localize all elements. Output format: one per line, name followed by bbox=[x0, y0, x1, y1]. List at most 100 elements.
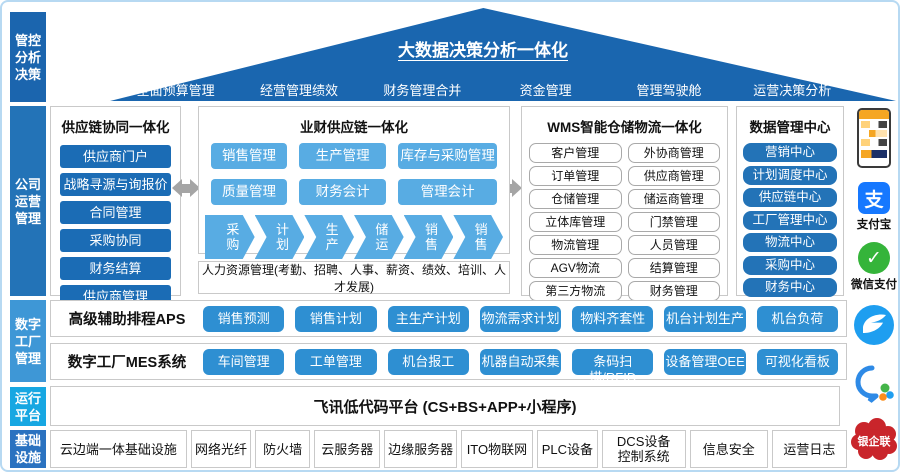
tile-marketing-center[interactable]: 营销中心 bbox=[743, 143, 837, 162]
tile-supplychain-center[interactable]: 供应链中心 bbox=[743, 188, 837, 207]
tile-carrier-mgmt[interactable]: 储运商管理 bbox=[627, 189, 720, 209]
tile-master-production-plan[interactable]: 主生产计划 bbox=[387, 305, 469, 332]
tile-logistics-demand-plan[interactable]: 物流需求计划 bbox=[479, 305, 562, 332]
tile-finance-center[interactable]: 财务中心 bbox=[743, 278, 837, 297]
tile-auto-collection[interactable]: 机器自动采集 bbox=[479, 348, 562, 375]
tile-supplier-portal[interactable]: 供应商门户 bbox=[60, 145, 171, 168]
tile-financial-accounting[interactable]: 财务会计 bbox=[298, 179, 387, 205]
chevron-storage: 储运 bbox=[354, 215, 404, 259]
tile-operation-log[interactable]: 运营日志 bbox=[771, 430, 848, 468]
dingtalk-item[interactable] bbox=[850, 304, 898, 346]
tile-machine-load[interactable]: 机台负荷 bbox=[756, 305, 838, 332]
tile-dcs-control[interactable]: DCS设备 控制系统 bbox=[601, 430, 686, 468]
roof-label-cockpit[interactable]: 管理驾驶舱 bbox=[636, 83, 702, 98]
tile-logistics-center[interactable]: 物流中心 bbox=[743, 233, 837, 252]
mobile-app-preview bbox=[850, 108, 898, 168]
alipay-item[interactable]: 支 支付宝 bbox=[850, 182, 898, 232]
mes-label: 数字工厂MES系统 bbox=[67, 355, 187, 371]
wechat-pay-item[interactable]: ✓ 微信支付 bbox=[850, 242, 898, 292]
tile-finance-mgmt-wms[interactable]: 财务管理 bbox=[627, 281, 720, 301]
tile-edge-server[interactable]: 边缘服务器 bbox=[384, 430, 457, 468]
tile-quality-mgmt[interactable]: 质量管理 bbox=[211, 179, 287, 205]
tile-production-mgmt[interactable]: 生产管理 bbox=[298, 143, 387, 169]
sidebar-item-runtime-platform[interactable]: 运行 平台 bbox=[10, 387, 46, 426]
roof-label-capital[interactable]: 资金管理 bbox=[519, 83, 572, 98]
tile-3pl[interactable]: 第三方物流 bbox=[529, 281, 622, 301]
bank-enterprise-link-icon: 银企联 bbox=[851, 418, 897, 460]
sidebar-item-company-operation[interactable]: 公司 运营 管理 bbox=[10, 106, 46, 296]
tile-agv-logistics[interactable]: AGV物流 bbox=[529, 258, 622, 278]
tile-access-control[interactable]: 门禁管理 bbox=[627, 212, 720, 232]
tile-plc-device[interactable]: PLC设备 bbox=[537, 430, 598, 468]
wms-panel: WMS智能仓储物流一体化 客户管理 外协商管理 订单管理 供应商管理 仓储管理 … bbox=[521, 106, 728, 301]
chevron-sales-2: 销售 bbox=[453, 215, 504, 259]
tile-sales-plan[interactable]: 销售计划 bbox=[295, 305, 377, 332]
tile-cloud-edge-infra[interactable]: 云边端一体基础设施 bbox=[50, 430, 187, 468]
tile-ito-iot[interactable]: ITO物联网 bbox=[460, 430, 534, 468]
tile-logistics-mgmt[interactable]: 物流管理 bbox=[529, 235, 622, 255]
tile-inventory-procurement[interactable]: 库存与采购管理 bbox=[398, 143, 497, 169]
tile-info-security[interactable]: 信息安全 bbox=[689, 430, 768, 468]
tile-outsourcer-mgmt[interactable]: 外协商管理 bbox=[627, 143, 720, 163]
supply-collab-title: 供应链协同一体化 bbox=[61, 120, 170, 135]
data-center-list: 营销中心 计划调度中心 供应链中心 工厂管理中心 物流中心 采购中心 财务中心 bbox=[737, 143, 843, 297]
tile-equipment-oee[interactable]: 设备管理OEE bbox=[664, 348, 746, 375]
process-chevron-flow: 采购 计划 生产 储运 销售 销售 bbox=[199, 215, 509, 259]
tile-finance-settlement[interactable]: 财务结算 bbox=[60, 257, 171, 280]
tile-material-readiness[interactable]: 物料齐套性 bbox=[572, 305, 654, 332]
roof-label-decision[interactable]: 运营决策分析 bbox=[753, 83, 832, 98]
infrastructure-row: 云边端一体基础设施 网络光纤 防火墙 云服务器 边缘服务器 ITO物联网 PLC… bbox=[50, 430, 848, 468]
wechat-work-icon bbox=[855, 365, 894, 403]
wechat-work-item[interactable] bbox=[850, 362, 898, 406]
tile-procurement-collab[interactable]: 采购协同 bbox=[60, 229, 171, 252]
tile-factory-center[interactable]: 工厂管理中心 bbox=[743, 210, 837, 230]
tile-management-accounting[interactable]: 管理会计 bbox=[398, 179, 497, 205]
alipay-icon: 支 bbox=[858, 182, 890, 214]
tile-barcode-rfid[interactable]: 条码扫描/RFID bbox=[572, 348, 654, 385]
roof-label-performance[interactable]: 经营管理绩效 bbox=[259, 83, 338, 98]
tile-workshop-mgmt[interactable]: 车间管理 bbox=[203, 348, 285, 375]
dingtalk-icon bbox=[854, 305, 894, 345]
supply-collab-list: 供应商门户 战略寻源与询报价 合同管理 采购协同 财务结算 供应商管理 bbox=[51, 143, 180, 316]
roof-label-budget[interactable]: 全面预算管理 bbox=[136, 83, 215, 98]
tile-visual-board[interactable]: 可视化看板 bbox=[756, 348, 838, 375]
hr-management-box[interactable]: 人力资源管理(考勤、招聘、人事、薪资、绩效、培训、人才发展) bbox=[198, 261, 510, 294]
tile-supplier-mgmt-wms[interactable]: 供应商管理 bbox=[627, 166, 720, 186]
tile-workorder-mgmt[interactable]: 工单管理 bbox=[295, 348, 377, 375]
tile-order-mgmt[interactable]: 订单管理 bbox=[529, 166, 622, 186]
chevron-procure: 采购 bbox=[205, 215, 255, 259]
roof-label-finance-merge[interactable]: 财务管理合并 bbox=[383, 83, 462, 98]
tile-network-fiber[interactable]: 网络光纤 bbox=[190, 430, 252, 468]
tile-procurement-center[interactable]: 采购中心 bbox=[743, 255, 837, 275]
sync-arrow-icon bbox=[172, 179, 200, 197]
tile-contract-mgmt[interactable]: 合同管理 bbox=[60, 201, 171, 224]
bank-enterprise-link-item[interactable]: 银企联 bbox=[850, 418, 898, 462]
tile-cloud-server[interactable]: 云服务器 bbox=[314, 430, 381, 468]
finance-supply-row2: 质量管理 财务会计 管理会计 bbox=[199, 179, 509, 205]
sidebar-item-infrastructure[interactable]: 基础 设施 bbox=[10, 430, 46, 468]
tile-planning-center[interactable]: 计划调度中心 bbox=[743, 165, 837, 185]
mes-row: 数字工厂MES系统 车间管理 工单管理 机台报工 机器自动采集 条码扫描/RFI… bbox=[50, 343, 847, 385]
aps-buttons: 销售预测 销售计划 主生产计划 物流需求计划 物料齐套性 机台计划生产 机台负荷 bbox=[203, 305, 846, 332]
tile-strategic-sourcing[interactable]: 战略寻源与询报价 bbox=[60, 173, 171, 196]
lowcode-platform-row[interactable]: 飞讯低代码平台 (CS+BS+APP+小程序) bbox=[50, 386, 840, 426]
tile-customer-mgmt[interactable]: 客户管理 bbox=[529, 143, 622, 163]
data-center-title: 数据管理中心 bbox=[749, 120, 831, 135]
tile-stereo-warehouse[interactable]: 立体库管理 bbox=[529, 212, 622, 232]
phone-icon bbox=[857, 108, 891, 168]
wms-title: WMS智能仓储物流一体化 bbox=[547, 120, 702, 135]
sidebar-item-control-analysis-decision[interactable]: 管控 分析 决策 bbox=[10, 12, 46, 102]
tile-firewall[interactable]: 防火墙 bbox=[255, 430, 311, 468]
sidebar-item-digital-factory[interactable]: 数字 工厂 管理 bbox=[10, 300, 46, 382]
tile-personnel-mgmt[interactable]: 人员管理 bbox=[627, 235, 720, 255]
tile-sales-forecast[interactable]: 销售预测 bbox=[203, 305, 285, 332]
tile-warehouse-mgmt[interactable]: 仓储管理 bbox=[529, 189, 622, 209]
aps-label: 高级辅助排程APS bbox=[68, 312, 186, 328]
alipay-label: 支付宝 bbox=[856, 219, 892, 231]
tile-settlement-mgmt[interactable]: 结算管理 bbox=[627, 258, 720, 278]
data-center-panel: 数据管理中心 营销中心 计划调度中心 供应链中心 工厂管理中心 物流中心 采购中… bbox=[736, 106, 844, 297]
tile-machine-report[interactable]: 机台报工 bbox=[387, 348, 469, 375]
tile-sales-mgmt[interactable]: 销售管理 bbox=[211, 143, 287, 169]
tile-machine-plan-production[interactable]: 机台计划生产 bbox=[664, 305, 746, 332]
